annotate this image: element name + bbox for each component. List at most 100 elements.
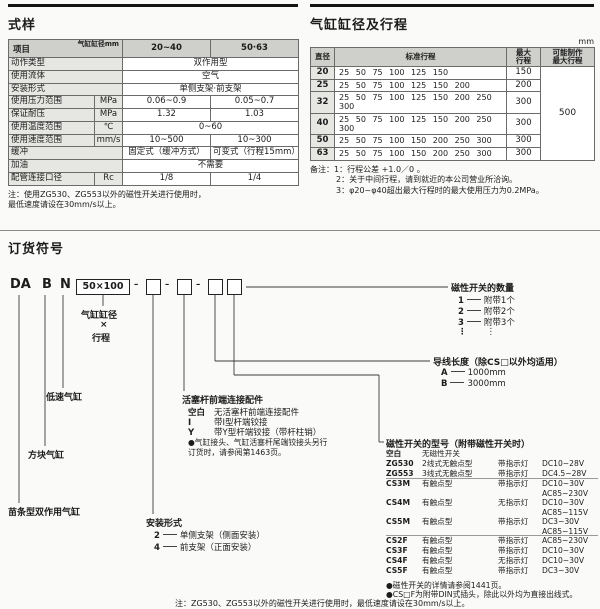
- switch-model-type: 无磁性开关: [422, 449, 460, 458]
- switch-model-type: 2线式无触点型: [422, 459, 473, 468]
- bore-value: 40: [310, 112, 335, 136]
- spec-col-header: 20~40: [122, 39, 211, 58]
- switch-model-indicator: 带指示灯: [498, 469, 529, 478]
- bore-col-header: 直径: [310, 47, 335, 67]
- rod-end-note: ●气缸接头、气缸活塞杆尾端铰接头另行 订货时，请参阅第1463页。: [188, 438, 328, 457]
- possible-max-stroke: 500: [540, 65, 595, 161]
- rod-end-desc: 带I型杆端铰接: [214, 418, 268, 428]
- switch-model-voltage: DC10~30V AC85~230V: [542, 479, 589, 498]
- switch-model-indicator: 无指示灯: [498, 556, 529, 565]
- bore-value: 25: [310, 78, 335, 93]
- switch-qty-desc: 附带1个: [483, 296, 515, 306]
- spec-label: 动作类型: [8, 57, 123, 71]
- max-stroke: 300: [506, 146, 541, 161]
- switch-model-type: 有触点型: [422, 536, 453, 545]
- order-dash: –: [196, 280, 201, 290]
- switch-model-row: ZG530 2线式无触点型 带指示灯 DC10~28V: [386, 459, 598, 469]
- switch-model-code: CS2F: [386, 536, 408, 545]
- bore-value: 32: [310, 91, 335, 114]
- switch-model-type: 有触点型: [422, 546, 453, 555]
- switch-model-code: ZG530: [386, 459, 414, 468]
- spec-row: 使用压力范围 MPa 0.06~0.9 0.05~0.7: [8, 95, 299, 110]
- ordering-section: 订货符号 DA B N 50×100 – – – 气缸缸径 × 行程 低速气缸 …: [0, 230, 600, 609]
- spec-label: 使用温度范围: [8, 120, 95, 135]
- switch-qty-code: 3: [458, 318, 464, 328]
- lead-wire-title: 导线长度（除CS□以外均适用）: [433, 358, 563, 368]
- section-divider: [0, 230, 600, 231]
- bore-table: 直径 标准行程 最大 行程 可能制作 最大行程 20 25 50 75 100 …: [310, 47, 595, 161]
- standard-strokes: 25 50 75 100 125 150: [334, 65, 507, 80]
- spec-row: 缓冲 固定式（缓冲方式） 可变式（行程15mm）: [8, 146, 300, 161]
- spec-value: 不需要: [122, 159, 299, 173]
- switch-model-title: 磁性开关的型号（附带磁性开关时）: [386, 440, 531, 450]
- standard-strokes: 25 50 75 100 125 150 200: [334, 78, 507, 93]
- spec-value: 1/8: [122, 171, 211, 186]
- switch-model-type: 3线式无触点型: [422, 469, 473, 478]
- spec-row: 安装形式 单侧支架·前支架: [8, 82, 299, 97]
- lead-wire-desc: 1000mm: [467, 368, 506, 378]
- leader-line: [450, 371, 465, 372]
- standard-strokes: 25 50 75 100 150 200 250 300: [334, 134, 507, 148]
- switch-model-voltage: DC10~30V AC85~115V: [542, 498, 589, 517]
- leader-line: [450, 382, 465, 383]
- switch-model-voltage: DC10~30V: [542, 546, 585, 555]
- spec-corner-bore-label: 气缸缸径mm: [77, 40, 119, 48]
- switch-model-voltage: DC3~30V AC85~115V: [542, 517, 589, 536]
- switch-model-voltage: AC85~230V: [542, 536, 589, 545]
- rod-end-item: 空白无活塞杆前端连接配件: [188, 406, 299, 418]
- max-stroke-col-header: 最大 行程: [506, 47, 541, 67]
- order-code-block: B: [42, 277, 52, 292]
- switch-model-code: CS5F: [386, 566, 408, 575]
- bore-row: 50 25 50 75 100 150 200 250 300 300: [310, 134, 595, 148]
- order-box-rod-end: [177, 279, 192, 295]
- stroke-label: 行程: [92, 334, 111, 344]
- spec-row: 使用温度范围 ℃ 0~60: [8, 120, 299, 135]
- order-bottom-note: 注：ZG530、ZG553以外的磁性开关进行使用时，最低速度请设在30mm/s以…: [175, 599, 470, 608]
- order-code-lowspeed: N: [60, 277, 71, 292]
- switch-model-row: 空白 无磁性开关: [386, 449, 598, 459]
- stroke-col-header: 标准行程: [334, 47, 507, 67]
- series-label: 苗条型双作用气缸: [8, 508, 81, 518]
- possible-max-col-header: 可能制作 最大行程: [540, 47, 595, 67]
- leader-line: [466, 299, 481, 300]
- switch-model-type: 有触点型: [422, 566, 453, 575]
- switch-qty-desc: 附带2个: [483, 307, 515, 317]
- unit-label: mm: [578, 37, 594, 46]
- max-stroke: 300: [506, 134, 541, 148]
- switch-qty-code: 2: [458, 307, 464, 317]
- switch-model-row: CS4F 有触点型 无指示灯 DC10~30V: [386, 556, 598, 566]
- lead-wire-desc: 3000mm: [467, 379, 506, 389]
- rod-end-title: 活塞杆前端连接配件: [182, 396, 264, 406]
- spec-label: 保证耐压: [8, 108, 95, 122]
- bore-value: 63: [310, 146, 335, 161]
- bore-row: 32 25 50 75 100 125 150 200 250 300 300: [310, 91, 595, 114]
- max-stroke: 300: [506, 112, 541, 136]
- switch-model-row: CS5F 有触点型 带指示灯 DC3~30V: [386, 566, 598, 576]
- switch-model-indicator: 带指示灯: [498, 536, 529, 545]
- switch-model-code: CS4F: [386, 556, 408, 565]
- order-box-mounting: [146, 279, 161, 295]
- spec-value: 0.06~0.9: [122, 95, 211, 110]
- switch-model-note-1: ●磁性开关的详情请参阅1441页。: [386, 581, 507, 590]
- switch-model-voltage: DC10~28V: [542, 459, 585, 468]
- switch-model-note-2: ●CS□F为附带DIN式插头，除此以外均为直接出线式。: [386, 590, 578, 599]
- switch-model-row: CS2F 有触点型 带指示灯 AC85~230V: [386, 536, 598, 546]
- spec-label: 配管连接口径: [8, 171, 95, 186]
- switch-model-row: CS4M 有触点型 无指示灯 DC10~30V AC85~115V: [386, 498, 598, 517]
- spec-value: 1.03: [210, 108, 299, 122]
- switch-model-indicator: 带指示灯: [498, 546, 529, 555]
- rod-end-code: 空白: [188, 408, 206, 418]
- spec-value: 空气: [122, 69, 299, 84]
- spec-table: 气缸缸径mm 项目 20~40 50·63 动作类型 双作用型 使用流体 空气 …: [8, 39, 300, 186]
- switch-model-code: CS4M: [386, 498, 411, 507]
- spec-unit: Rc: [94, 171, 123, 186]
- switch-model-voltage: DC3~30V: [542, 566, 580, 575]
- rod-end-code: Y: [188, 428, 195, 438]
- spec-value: 1/4: [210, 171, 299, 186]
- spec-value: 1.32: [122, 108, 211, 122]
